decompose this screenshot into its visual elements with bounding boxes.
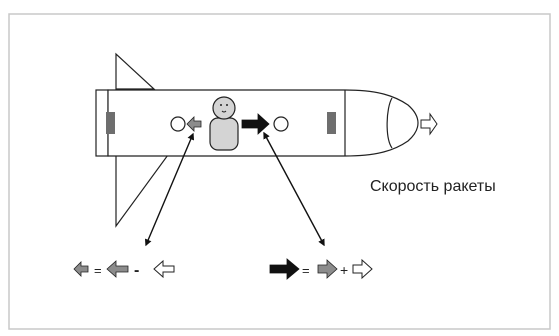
- pointer-line-right: [263, 131, 325, 247]
- equation-right: = +: [269, 258, 373, 280]
- astronaut-icon: [209, 96, 239, 151]
- rocket-upper-fin: [115, 52, 156, 90]
- rocket-speed-caption: Скорость ракеты: [370, 178, 496, 195]
- right-ball: [273, 116, 289, 132]
- rocket-icon: [95, 52, 419, 228]
- gray-arrow-icon: [106, 260, 129, 278]
- outline-arrow-icon: [352, 258, 373, 280]
- black-arrow-icon: [241, 113, 270, 135]
- equation-left: = -: [73, 259, 175, 279]
- equals-sign: =: [94, 263, 102, 278]
- black-arrow-icon: [269, 258, 300, 280]
- rocket-left-nozzle: [106, 112, 115, 134]
- outline-arrow-icon: [420, 112, 438, 136]
- frame-border: [8, 13, 551, 330]
- plus-sign: +: [340, 262, 348, 278]
- outline-arrow-icon: [153, 259, 175, 279]
- gray-arrow-icon: [186, 116, 202, 132]
- equals-sign: =: [302, 263, 310, 278]
- pointer-line-left: [144, 132, 195, 247]
- gray-arrow-icon: [73, 261, 89, 277]
- minus-sign: -: [134, 262, 139, 279]
- gray-arrow-icon: [317, 259, 338, 279]
- left-ball: [170, 116, 186, 132]
- rocket-nose-line: [386, 97, 393, 149]
- rocket-right-nozzle: [327, 112, 336, 134]
